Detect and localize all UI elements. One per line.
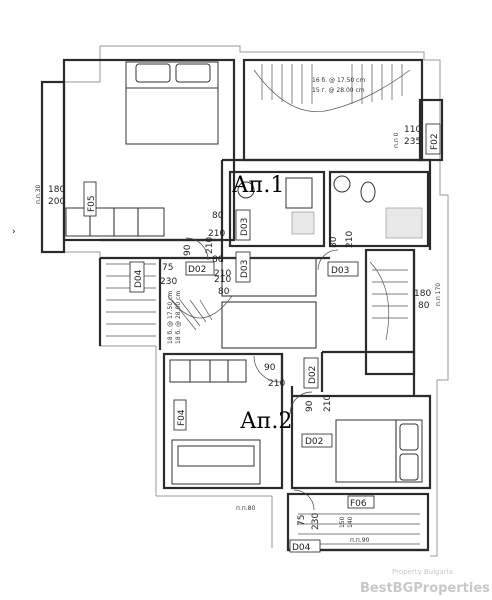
dim-90-a: 90 [183, 244, 193, 256]
wardrobe-lower [169, 359, 247, 383]
dim-210-e: 210 [214, 275, 231, 285]
dim-210-g: 210 [323, 395, 333, 412]
dim-210-b: 210 [205, 237, 215, 254]
watermark-line1: Property Bulgaria [392, 568, 453, 576]
window-tag-f04: F04 [177, 409, 187, 426]
dim-90-b: 90 [264, 363, 276, 373]
stair-note-a: 16 б. @ 17.50 cm [312, 77, 365, 84]
dim-80-a: 80 [212, 211, 224, 221]
window-tag-f05: F05 [87, 195, 97, 212]
apartment-2-label: Ап.2 [240, 409, 292, 434]
dim-210-d: 210 [345, 231, 355, 248]
dim-210-a: 210 [208, 229, 225, 239]
door-tag-d03-b: D03 [240, 260, 250, 278]
dim-210-c: 210 [214, 269, 231, 279]
dim-140: 140 [347, 516, 354, 528]
dim-235: 235 [404, 137, 421, 147]
dim-230-a: 230 [160, 277, 177, 287]
door-tag-d04-b: D04 [292, 543, 311, 553]
margin-mark: › [12, 227, 16, 237]
apartment-1-label: Ап.1 [232, 173, 284, 198]
door-tags: D03 D03 D03 D02 D02 D02 D04 D04 [129, 209, 359, 553]
stair-note-c: 18 б. @ 17.50 cm [167, 291, 174, 344]
stair-note-d: 18 б. @ 28.00 cm [175, 291, 182, 344]
window-tag-f06: F06 [350, 499, 367, 509]
door-tag-d02-a: D02 [188, 265, 206, 275]
dimension-labels: 180 200 п.п.30 110 235 п.п 0 80 210 80 2… [35, 77, 442, 544]
stairs [106, 64, 420, 545]
watermark: Property Bulgaria BestBGProperties [360, 568, 490, 596]
dim-80-d: 80 [218, 287, 230, 297]
stair-note-b: 15 г. @ 28.00 cm [312, 87, 365, 94]
dim-180-b: 180 [414, 289, 431, 299]
wardrobe-top [65, 207, 165, 237]
dim-210-f: 210 [268, 379, 285, 389]
door-tag-d02-c: D02 [305, 437, 323, 447]
door-tag-d03-c: D03 [331, 266, 349, 276]
dim-230-b: 230 [311, 513, 321, 530]
door-tag-d02-b: D02 [308, 366, 318, 384]
window-tags: F05 F02 F04 F06 [83, 123, 441, 509]
dim-80-e: 80 [418, 301, 430, 311]
dim-pp90: п.п.90 [350, 537, 369, 544]
dim-pp170: п.п 170 [435, 283, 442, 306]
watermark-line2: BestBGProperties [360, 581, 490, 596]
dim-200: 200 [48, 197, 65, 207]
walls [40, 58, 444, 552]
dim-80-b: 80 [212, 255, 224, 265]
dim-180: 180 [48, 185, 65, 195]
dim-150: 150 [339, 516, 346, 528]
dim-pp80: п.п.80 [236, 505, 255, 512]
dim-pp0: п.п 0 [393, 132, 400, 148]
door-tag-d04-a: D04 [134, 269, 144, 288]
dim-90-c: 90 [305, 400, 315, 412]
dim-pp30: п.п.30 [35, 185, 42, 204]
door-arcs [185, 237, 339, 511]
dim-75-a: 75 [162, 263, 173, 273]
window-tag-f02: F02 [430, 133, 440, 150]
dim-110: 110 [404, 125, 421, 135]
dim-75-b: 75 [297, 515, 307, 526]
furniture [65, 61, 423, 485]
door-tag-d03-a: D03 [240, 218, 250, 236]
dim-80-c: 80 [329, 236, 339, 248]
